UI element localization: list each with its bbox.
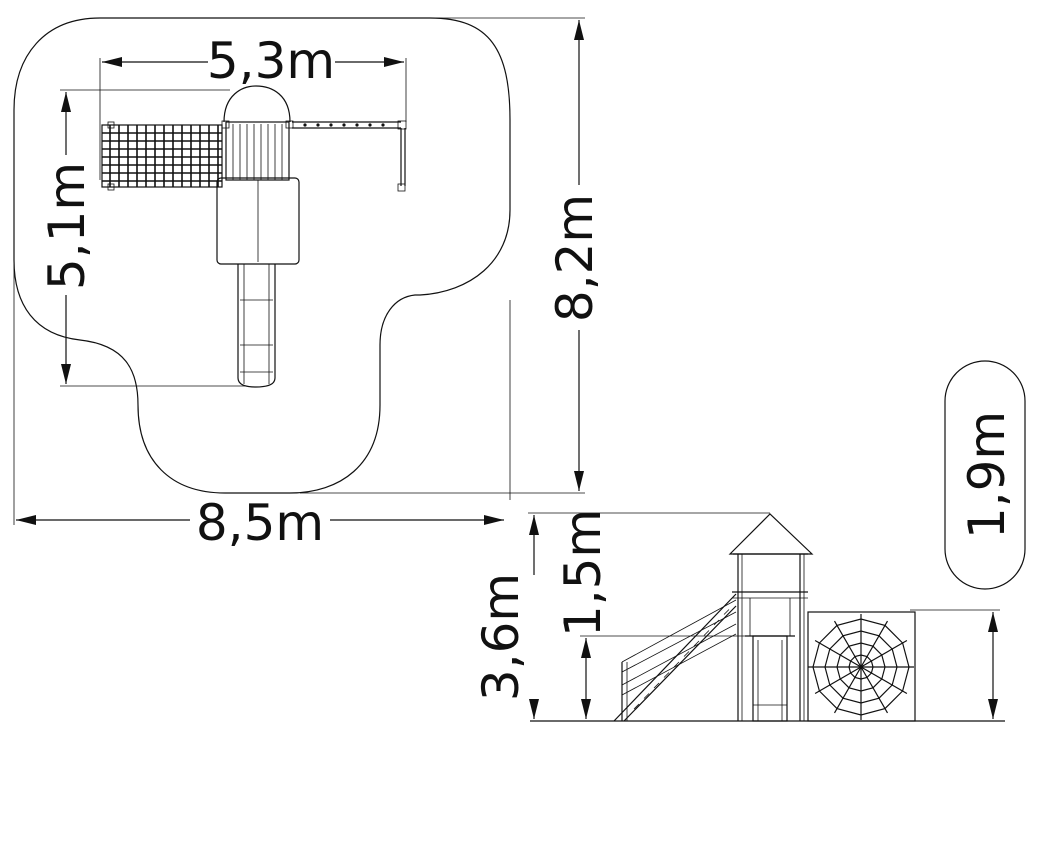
dimension-label-total-height: 3,6m: [472, 573, 530, 701]
ramp-cleat: [653, 682, 660, 689]
platform-deck: [216, 177, 300, 265]
dimension-platform-height: 1,5m: [554, 509, 750, 719]
ramp-cleat: [633, 703, 640, 710]
web-spoke: [814, 666, 862, 695]
dimension-overall-depth: 8,2m: [300, 17, 604, 494]
beam-rung: [355, 123, 359, 127]
slide: [237, 264, 276, 388]
elevation-view: 3,6m 1,5m 1,9m: [472, 360, 1026, 722]
ramp-cleat: [683, 651, 690, 657]
ramp-cleat: [673, 661, 680, 668]
ramp-cleat: [693, 640, 700, 647]
ramp-cleat: [713, 619, 720, 626]
beam-rung: [381, 123, 385, 127]
web-spoke: [860, 666, 908, 695]
web-spoke: [860, 639, 908, 668]
web-spoke: [860, 620, 889, 668]
dimension-label-equipment-depth: 5,1m: [38, 162, 96, 290]
dimension-label-equipment-width: 5,3m: [207, 32, 335, 90]
safety-zone-outline: [13, 17, 511, 494]
ramp-cleat: [703, 630, 710, 636]
spider-net-elevation: [807, 611, 916, 722]
ramp-cleat: [663, 672, 670, 678]
dimension-label-overall-depth: 8,2m: [546, 194, 604, 322]
ramp-cleat: [723, 609, 730, 615]
web-spoke: [860, 666, 889, 714]
dimension-equipment-width: 5,3m: [99, 32, 407, 180]
monkey-bar-beam: [292, 120, 407, 192]
beam-rung: [342, 123, 346, 127]
web-spoke: [833, 620, 862, 668]
web-spoke: [833, 666, 862, 714]
dimension-fall-height: 1,9m: [910, 360, 1026, 719]
plan-view: 5,3m 5,1m 8,2m 8,5m: [13, 17, 604, 552]
dimension-label-overall-width: 8,5m: [196, 494, 324, 552]
ramp-elevation: [613, 593, 737, 722]
beam-rung: [329, 123, 333, 127]
beam-rung: [368, 123, 372, 127]
dimension-label-platform-height: 1,5m: [554, 509, 612, 637]
dimension-equipment-depth: 5,1m: [38, 89, 245, 387]
climbing-net: [101, 121, 223, 191]
beam-rung: [303, 123, 307, 127]
tower-elevation: [728, 513, 814, 722]
beam-rung: [316, 123, 320, 127]
dimension-total-height: 3,6m: [472, 512, 770, 719]
tower: [221, 85, 294, 181]
fall-height-badge: [944, 360, 1026, 590]
ramp-cleat: [643, 693, 650, 699]
dimension-overall-width: 8,5m: [13, 250, 511, 552]
web-spoke: [814, 639, 862, 668]
dimension-label-fall-height: 1,9m: [958, 411, 1016, 539]
